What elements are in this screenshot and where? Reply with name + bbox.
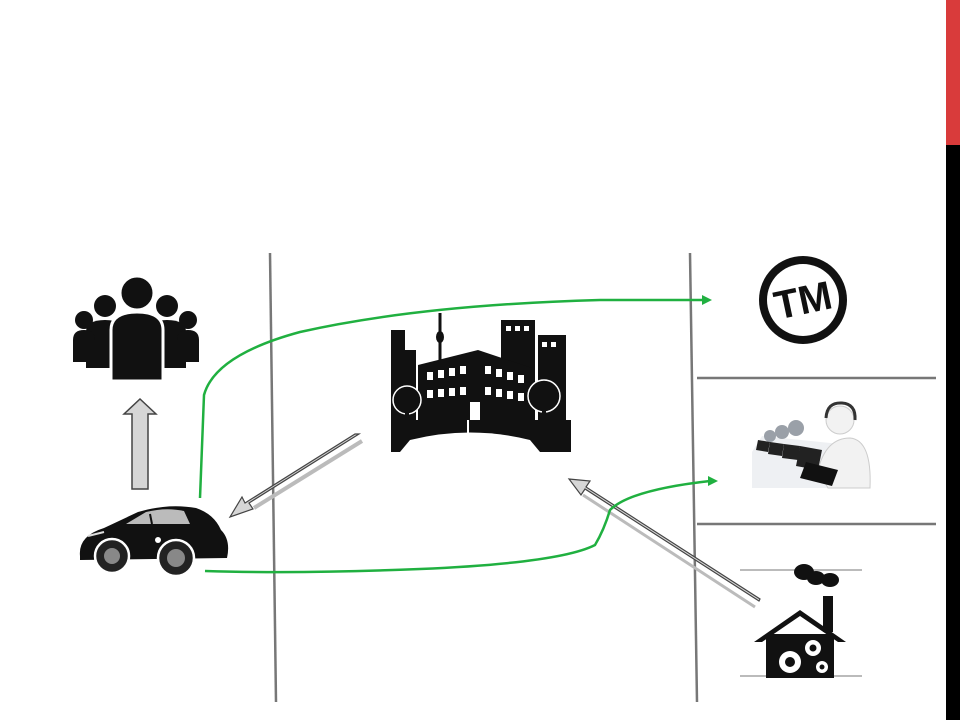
city-to-car-arrow-shadow [252, 439, 364, 510]
divider-right [688, 252, 699, 703]
people-group-icon [73, 274, 199, 383]
flow-car-to-trademark [198, 298, 706, 499]
call-center-agents-icon [752, 401, 871, 489]
flow-car-to-trademark-head [702, 295, 712, 305]
sports-car-icon [79, 506, 229, 578]
flow-car-to-support-head [708, 476, 718, 486]
city-to-car-arrow [228, 433, 362, 519]
trademark-tm-icon: TM [759, 256, 847, 344]
flow-car-to-support [204, 479, 711, 574]
factory-to-city-arrow [567, 478, 761, 602]
factory-gears-icon [740, 564, 862, 678]
divider-left [268, 252, 278, 703]
factory-to-city-arrow-shadow [582, 493, 756, 609]
sidebar-red-accent [946, 0, 960, 145]
city-buildings-icon [391, 313, 571, 452]
sidebar-black-bar [946, 0, 960, 720]
upward-arrow [122, 397, 158, 490]
